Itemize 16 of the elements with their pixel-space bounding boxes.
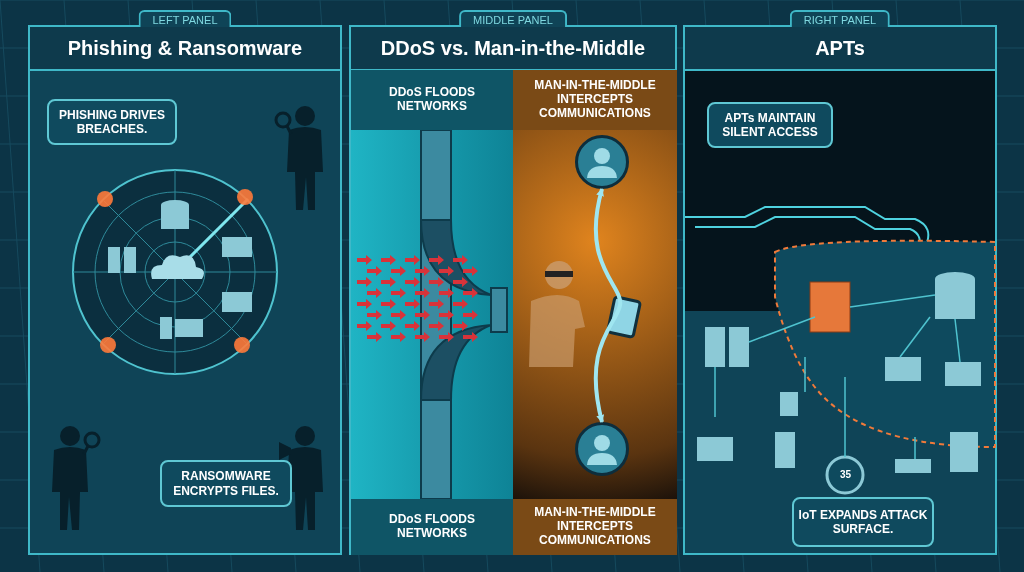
panel-title: APTs (685, 27, 995, 71)
speech-bubble: RANSOMWARE ENCRYPTS FILES. (160, 460, 292, 507)
caption-banner: MAN-IN-THE-MIDDLE INTERCEPTS COMMUNICATIONS (513, 70, 677, 130)
gauge-reading: 35 (840, 469, 852, 480)
caption-banner: DDoS FLOODS NETWORKS (351, 499, 513, 555)
caption-banner: MAN-IN-THE-MIDDLE INTERCEPTS COMMUNICATIONS (513, 499, 677, 555)
caption-banner: DDoS FLOODS NETWORKS (351, 70, 513, 130)
speech-bubble: APTs MAINTAIN SILENT ACCESS (707, 102, 833, 148)
speech-bubble: PHISHING DRIVES BREACHES. (47, 99, 177, 145)
panel-tab: LEFT PANEL (138, 10, 232, 27)
panel-tab: RIGHT PANEL (789, 10, 891, 27)
speech-bubble: IoT EXPANDS ATTACK SURFACE. (792, 497, 934, 547)
double-arrow (593, 188, 623, 423)
panel-title: DDoS vs. Man-in-the-Middle (351, 27, 675, 71)
panel-tab: MIDDLE PANEL (459, 10, 567, 27)
panel-title: Phishing & Ransomware (30, 27, 340, 71)
